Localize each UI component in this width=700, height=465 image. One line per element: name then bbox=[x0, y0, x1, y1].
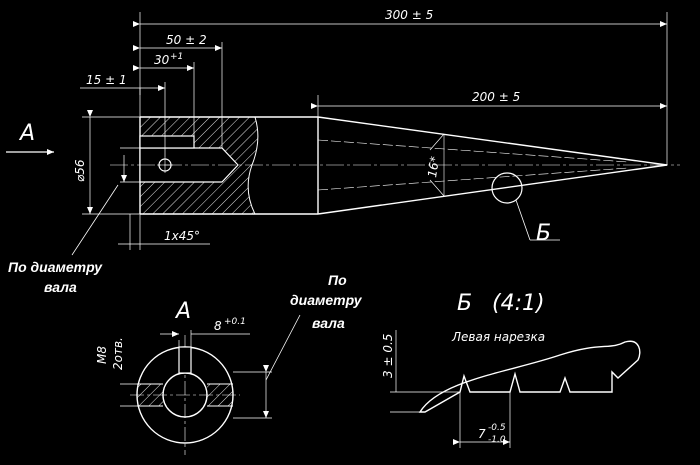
dim-thread-count: 2отв. bbox=[111, 337, 125, 370]
end-view-title: А bbox=[174, 299, 191, 324]
dim-tooth-height: 3 ± 0.5 bbox=[381, 334, 395, 378]
note-shaft-dia-2-line1: По bbox=[328, 272, 347, 288]
detail-callout-circle bbox=[491, 172, 523, 204]
dim-tooth-pitch-tol-up: -0.5 bbox=[488, 423, 506, 433]
dim-30: 30 bbox=[154, 53, 170, 67]
note-shaft-dia-1-line2: вала bbox=[44, 279, 77, 295]
dim-diameter: ⌀56 bbox=[73, 159, 87, 182]
dim-angle: 16* bbox=[425, 155, 442, 178]
dim-15: 15 ± 1 bbox=[86, 73, 127, 87]
detail-b-teeth bbox=[390, 330, 641, 448]
dim-overall: 300 ± 5 bbox=[385, 8, 433, 22]
detail-b-marker: Б bbox=[536, 221, 551, 246]
view-a-marker: А bbox=[18, 121, 35, 146]
dim-30-tol: +1 bbox=[170, 52, 183, 62]
note-shaft-dia-2-line2: диаметру bbox=[290, 292, 363, 308]
dim-chamfer: 1x45° bbox=[164, 229, 200, 243]
dim-thread-m8: M8 bbox=[95, 346, 109, 364]
bore bbox=[139, 147, 239, 183]
end-view-a bbox=[120, 314, 301, 455]
dim-key8: 8 bbox=[214, 319, 222, 333]
note-shaft-dia-1-line1: По диаметру bbox=[8, 259, 103, 275]
keyway-slot bbox=[139, 135, 195, 149]
note-shaft-dia-2-line3: вала bbox=[312, 315, 345, 331]
dim-key8-tol: +0.1 bbox=[224, 317, 246, 327]
dim-tooth-pitch: 7 bbox=[478, 427, 486, 441]
section-b-title: Б bbox=[457, 291, 472, 316]
dim-tip-length: 200 ± 5 bbox=[472, 90, 520, 104]
dim-tooth-pitch-tol-dn: -1.0 bbox=[488, 435, 506, 445]
dim-50: 50 ± 2 bbox=[166, 33, 207, 47]
left-thread-note: Левая нарезка bbox=[451, 330, 545, 344]
section-b-scale: (4:1) bbox=[492, 291, 545, 316]
